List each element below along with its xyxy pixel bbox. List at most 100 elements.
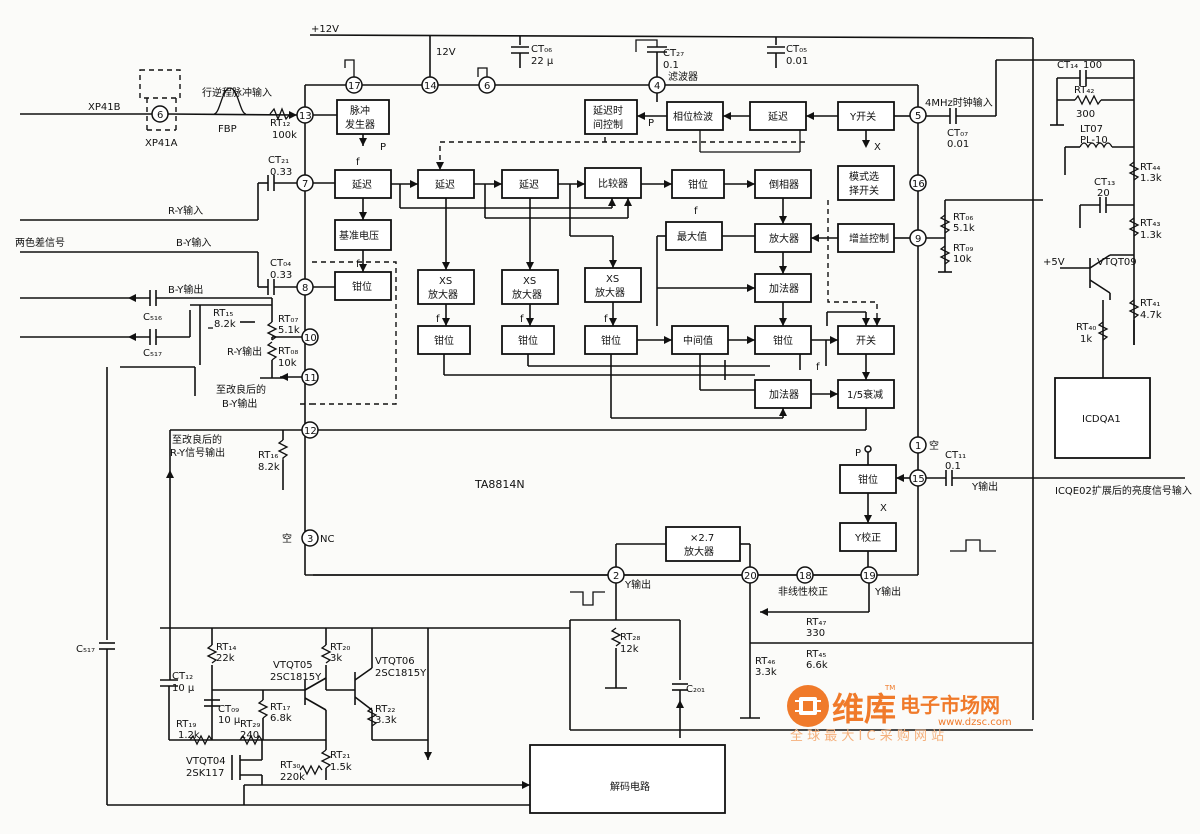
label-vtqt05: VTQT05 [273,660,313,671]
label-c516: C₅₁₆ [143,312,162,323]
label-ct14-val: 100 [1083,60,1102,71]
label-f7: f [816,362,820,373]
block-xs-amp-3: XS 放大器 [584,267,642,303]
gain-ctrl-text: 增益控制 [849,232,889,245]
label-p-pulse: P [380,142,386,153]
pin-7: 7 [296,174,314,192]
atten-text: 1/5衰减 [847,388,883,401]
label-ct27: CT₂₇ [663,48,684,59]
xs3-line1: XS [606,274,619,285]
label-rt20-val: 3k [330,653,342,664]
block-icdqa1: ICDQA1 [1054,377,1151,459]
label-lt07-val: PL-10 [1080,135,1108,146]
pin-4: 4 [648,76,666,94]
watermark-url: www.dzsc.com [938,717,1012,728]
watermark-logo: 维库 TM 电子市场网 www.dzsc.com 全 球 最 大 I C 采 购… [787,684,1012,744]
delay-ctrl-line1: 延迟时 [593,104,623,117]
label-rt08-val: 10k [278,358,297,369]
block-pulse-generator: 脉冲 发生器 [336,99,390,135]
label-rt30: RT₃₀ [280,760,300,771]
block-reference-voltage: 基准电压 [334,219,392,251]
clamp-xs1-text: 钳位 [434,334,454,347]
delay-ry-text: 延迟 [352,178,372,191]
power-rail-wiring [309,34,1034,720]
label-plus5v: +5V [1043,257,1065,268]
pin-2: 2 [607,566,625,584]
block-delay-time-control: 延迟时 间控制 [584,99,638,135]
block-delay-top: 延迟 [749,101,807,131]
label-y-out-pin19: Y输出 [874,585,901,598]
mode-sel-line2: 择开关 [849,184,879,197]
label-rt28-val: 12k [620,644,639,655]
watermark-slogan: 全 球 最 大 I C 采 购 网 站 [790,728,944,744]
pin-5: 5 [909,106,927,124]
label-f5: f [604,314,608,325]
label-f2: f [356,259,360,270]
pin-18: 18 [796,566,814,584]
amp27-line2: 放大器 [684,545,714,558]
pin-11-label: 11 [304,373,317,384]
label-x-correct: X [880,503,887,514]
label-ct27-val: 0.1 [663,60,679,71]
label-rt08: RT₀₈ [278,346,298,357]
pin-6: 6 [478,76,496,94]
label-ct07-val: 0.01 [947,139,969,150]
amp27-line1: ×2.7 [690,533,714,544]
label-rt30-val: 220k [280,772,305,783]
clamp-xs3-text: 钳位 [601,334,621,347]
label-nc: NC [320,534,334,545]
label-f6: f [694,206,698,217]
pin-19: 19 [860,566,878,584]
label-rt41-val: 4.7k [1140,310,1162,321]
label-to-improved-ry-1: 至改良后的 [172,433,222,446]
pin-12: 12 [301,421,319,439]
label-f3: f [436,314,440,325]
y-switch-text: Y开关 [849,110,876,123]
block-inverter: 倒相器 [754,169,812,199]
label-rt29-val: 240 [240,730,259,741]
block-decoder: 解码电路 [529,744,726,814]
pin-3-label: 3 [307,534,313,545]
label-by-output: B-Y输出 [168,283,203,296]
label-rt40-val: 1k [1080,334,1092,345]
pin-14-label: 14 [424,81,437,92]
block-delay-2: 延迟 [417,169,475,199]
chip-name: TA8814N [474,478,525,491]
block-max-value: 最大值 [665,221,723,251]
label-rt09-val: 10k [953,254,972,265]
label-empty-pin1: 空 [929,439,939,452]
block-clamp-by: 钳位 [334,271,392,301]
label-ct13-val: 20 [1097,188,1110,199]
pin-16-label: 16 [912,179,925,190]
block-adder-1: 加法器 [754,273,812,303]
label-ct12-val: 10 μ [172,683,195,694]
label-ct09-val: 10 μ [218,715,241,726]
label-color-diff: 两色差信号 [15,236,65,249]
xs2-line1: XS [523,276,536,287]
label-ct06-val: 22 μ [531,56,554,67]
label-flyback-input: 行逆程脉冲输入 [202,86,272,99]
pin-5-label: 5 [915,111,921,122]
pulse-gen-line1: 脉冲 [350,104,370,117]
label-rt07: RT₀₇ [278,314,298,325]
block-attenuator: 1/5衰减 [837,379,895,409]
block-adder-2: 加法器 [754,379,812,409]
label-vtqt04-type: 2SK117 [186,768,224,779]
phase-det-text: 相位检波 [673,110,713,123]
pin-3: 3 [301,529,319,547]
pin-10-label: 10 [304,333,317,344]
y-correct-text: Y校正 [854,531,881,544]
label-rt17-val: 6.8k [270,713,292,724]
block-clamp-xs3: 钳位 [584,325,638,355]
label-to-improved-by-1: 至改良后的 [216,383,266,396]
decoder-text: 解码电路 [610,780,650,793]
block-clamp-y: 钳位 [839,464,897,494]
label-12v: 12V [436,47,456,58]
label-ct21: CT₂₁ [268,155,289,166]
label-ct13: CT₁₃ [1094,177,1115,188]
label-ct06: CT₀₆ [531,44,552,55]
block-y-correction: Y校正 [839,522,897,552]
block-gain-control: 增益控制 [837,223,895,253]
label-rt07-val: 5.1k [278,325,300,336]
label-rt12: RT₁₂ [270,118,290,129]
